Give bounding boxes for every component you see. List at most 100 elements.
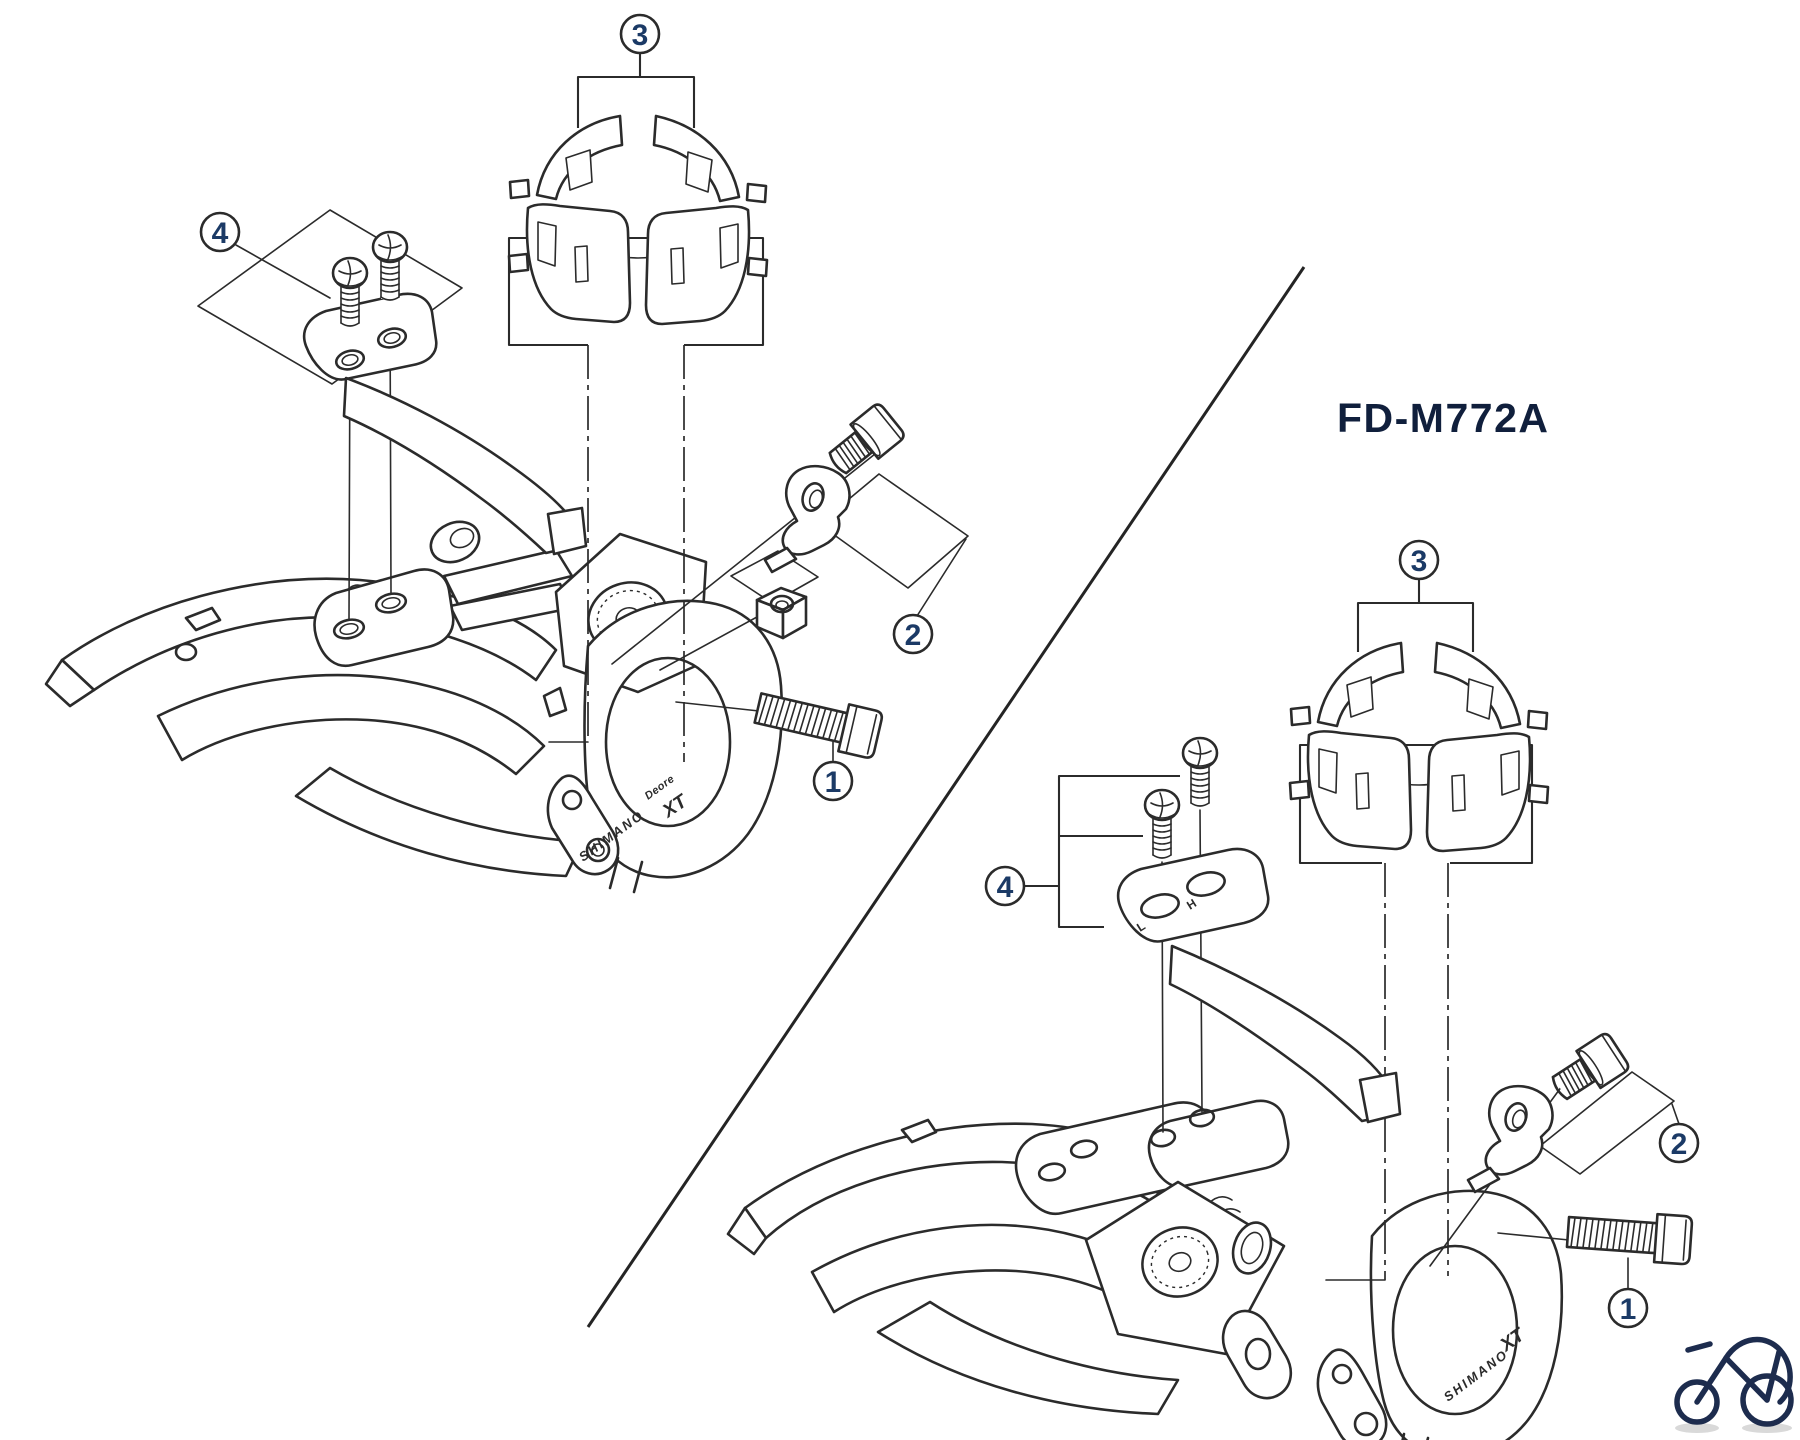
cable-hook-washer	[763, 464, 851, 574]
clamp-hinge-link	[546, 774, 620, 876]
front-derailleur-right-view: SHIMANO XT	[726, 1099, 1564, 1440]
cage-tab	[900, 1118, 938, 1144]
group-bracket	[1024, 774, 1180, 929]
bracket-arm	[1168, 944, 1396, 1123]
group-box	[1298, 743, 1534, 865]
pivot-boss	[1231, 1221, 1273, 1275]
callout-bracket	[1356, 579, 1475, 652]
callout-2-left[interactable]: 2	[892, 613, 934, 655]
bracket-foot	[1358, 1071, 1402, 1124]
cage-inner-plate	[156, 673, 546, 776]
clamp-lug-upper	[542, 686, 568, 718]
left-part4-group: 4	[197, 209, 588, 621]
callout-2-right[interactable]: 2	[1658, 1122, 1700, 1164]
bracket-hole-left	[334, 349, 366, 371]
emblem-center	[1168, 1251, 1192, 1273]
hinge-hole-upper	[561, 789, 583, 811]
front-wheel	[1740, 1373, 1794, 1427]
callout-1-right[interactable]: 1	[1607, 1287, 1649, 1329]
clamp-bolt	[1565, 1206, 1694, 1266]
svg-text:1: 1	[825, 766, 842, 799]
wheel-shadow-right	[1742, 1423, 1792, 1433]
right-part1-group: 1	[1497, 1206, 1694, 1329]
section-divider-line	[586, 266, 1306, 1328]
mount-hole-b	[1069, 1139, 1099, 1159]
clamp-model-text: XT	[658, 790, 692, 822]
pivot-cylinder	[429, 520, 481, 564]
alignment-centerlines	[587, 345, 685, 762]
callout-leader	[916, 538, 967, 617]
svg-text:3: 3	[1411, 545, 1428, 578]
mount-hole-left-bore	[339, 622, 359, 636]
bicycle-icon[interactable]	[1674, 1336, 1794, 1433]
leader-line	[1497, 1232, 1570, 1241]
wheel-shadow-left	[1675, 1423, 1719, 1433]
mount-hole-a	[1037, 1162, 1067, 1182]
nut-group-outline	[730, 550, 819, 604]
hinge-hole-lower	[585, 837, 611, 863]
clamp-adapter-band	[1288, 641, 1550, 853]
callout-3-left[interactable]: 3	[619, 13, 661, 55]
clamp-adapter-band	[507, 114, 769, 326]
cable-fixing-bolt	[1544, 1030, 1632, 1110]
clamp-band	[1369, 1189, 1564, 1440]
clamp-band-slot	[1401, 1432, 1430, 1440]
callout-4-left[interactable]: 4	[199, 211, 241, 253]
bracket-hole-left-bore	[341, 353, 359, 367]
bracket-hole-right	[376, 327, 408, 349]
right-part2-group: 2	[1429, 1030, 1700, 1267]
front-derailleur-left-view: SHIMANO Deore XT	[44, 520, 784, 894]
mount-hole-right-bore	[381, 596, 401, 610]
hinge-hole-upper	[1331, 1363, 1353, 1385]
bracket-hole-low	[1140, 893, 1180, 919]
bracket-foot	[546, 506, 588, 556]
mount-hole-left	[332, 618, 366, 640]
svg-text:2: 2	[905, 619, 922, 652]
svg-text:2: 2	[1671, 1128, 1688, 1161]
square-nut	[755, 586, 808, 640]
svg-text:1: 1	[1620, 1293, 1637, 1326]
model-label: FD-M772A	[1337, 395, 1549, 441]
svg-text:4: 4	[212, 217, 229, 250]
bracket-plate	[302, 292, 438, 381]
bike-fork-curve	[1723, 1336, 1793, 1405]
left-part3-group: 3	[507, 13, 769, 762]
cage-tip	[44, 658, 96, 708]
rear-wheel	[1674, 1379, 1720, 1425]
callout-3-right[interactable]: 3	[1398, 539, 1440, 581]
hinge-hole-lower-bore	[591, 843, 605, 857]
callout-4-right[interactable]: 4	[984, 865, 1026, 907]
link-plate	[1221, 1309, 1293, 1400]
fixing-screw-left	[1143, 788, 1181, 860]
cage-rivet	[174, 642, 198, 662]
pivot-boss-core	[1240, 1231, 1264, 1265]
group-outline	[197, 209, 463, 385]
clamp-hinge-link	[1316, 1348, 1388, 1440]
svg-text:3: 3	[632, 19, 649, 52]
bolt-axis-line	[611, 437, 896, 665]
cage-tab	[184, 606, 222, 632]
callout-bracket	[576, 53, 696, 128]
callout-1-left[interactable]: 1	[812, 760, 854, 802]
cage-tip	[726, 1206, 768, 1256]
callout-leader	[235, 244, 331, 299]
fixing-screw-right	[371, 230, 409, 302]
cage-lower-band	[294, 766, 584, 878]
emblem-dotted-ring	[1150, 1235, 1210, 1289]
screw-seat-low	[1149, 1128, 1177, 1148]
clamp-band-slot	[608, 856, 644, 894]
bracket-hole-right-bore	[383, 331, 401, 345]
group-outline	[1539, 1071, 1675, 1175]
right-part3-group: 3	[1288, 539, 1550, 1281]
link-plate-hole	[1244, 1337, 1272, 1371]
fixing-screw-right	[1181, 736, 1219, 808]
callout-leader	[1671, 1103, 1680, 1125]
hinge-hole-lower	[1353, 1411, 1379, 1437]
svg-text:4: 4	[997, 871, 1014, 904]
screw-seat-high	[1188, 1108, 1216, 1128]
cage-lower-band	[876, 1300, 1180, 1416]
alignment-centerlines	[1384, 863, 1449, 1280]
left-part2-group: 2	[611, 400, 969, 671]
